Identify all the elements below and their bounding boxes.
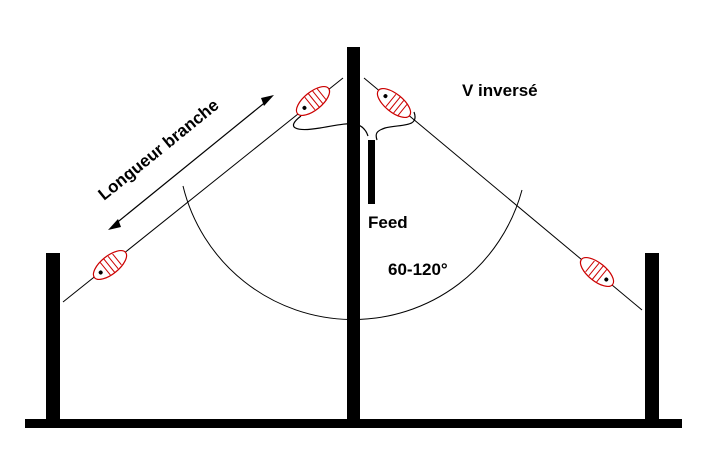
branch-length-label: Longueur branche: [95, 95, 223, 204]
right-mast: [645, 253, 659, 423]
ground-line: [25, 419, 682, 428]
angle-label: 60-120°: [388, 260, 448, 279]
egg-insulator-icon: [376, 88, 412, 118]
egg-insulator-icon: [579, 257, 615, 287]
diagram-title: V inversé: [462, 81, 538, 100]
feed-wire-left: [293, 115, 369, 137]
left-mast: [46, 253, 60, 423]
feed-wire-right: [375, 111, 416, 141]
center-mast: [347, 47, 360, 422]
double-arrow-icon: [108, 95, 274, 230]
feed-label: Feed: [368, 213, 408, 232]
feed-line: [368, 140, 375, 204]
angle-arc: [182, 185, 523, 321]
egg-insulator-icon: [92, 250, 128, 280]
egg-insulator-icon: [295, 86, 331, 116]
